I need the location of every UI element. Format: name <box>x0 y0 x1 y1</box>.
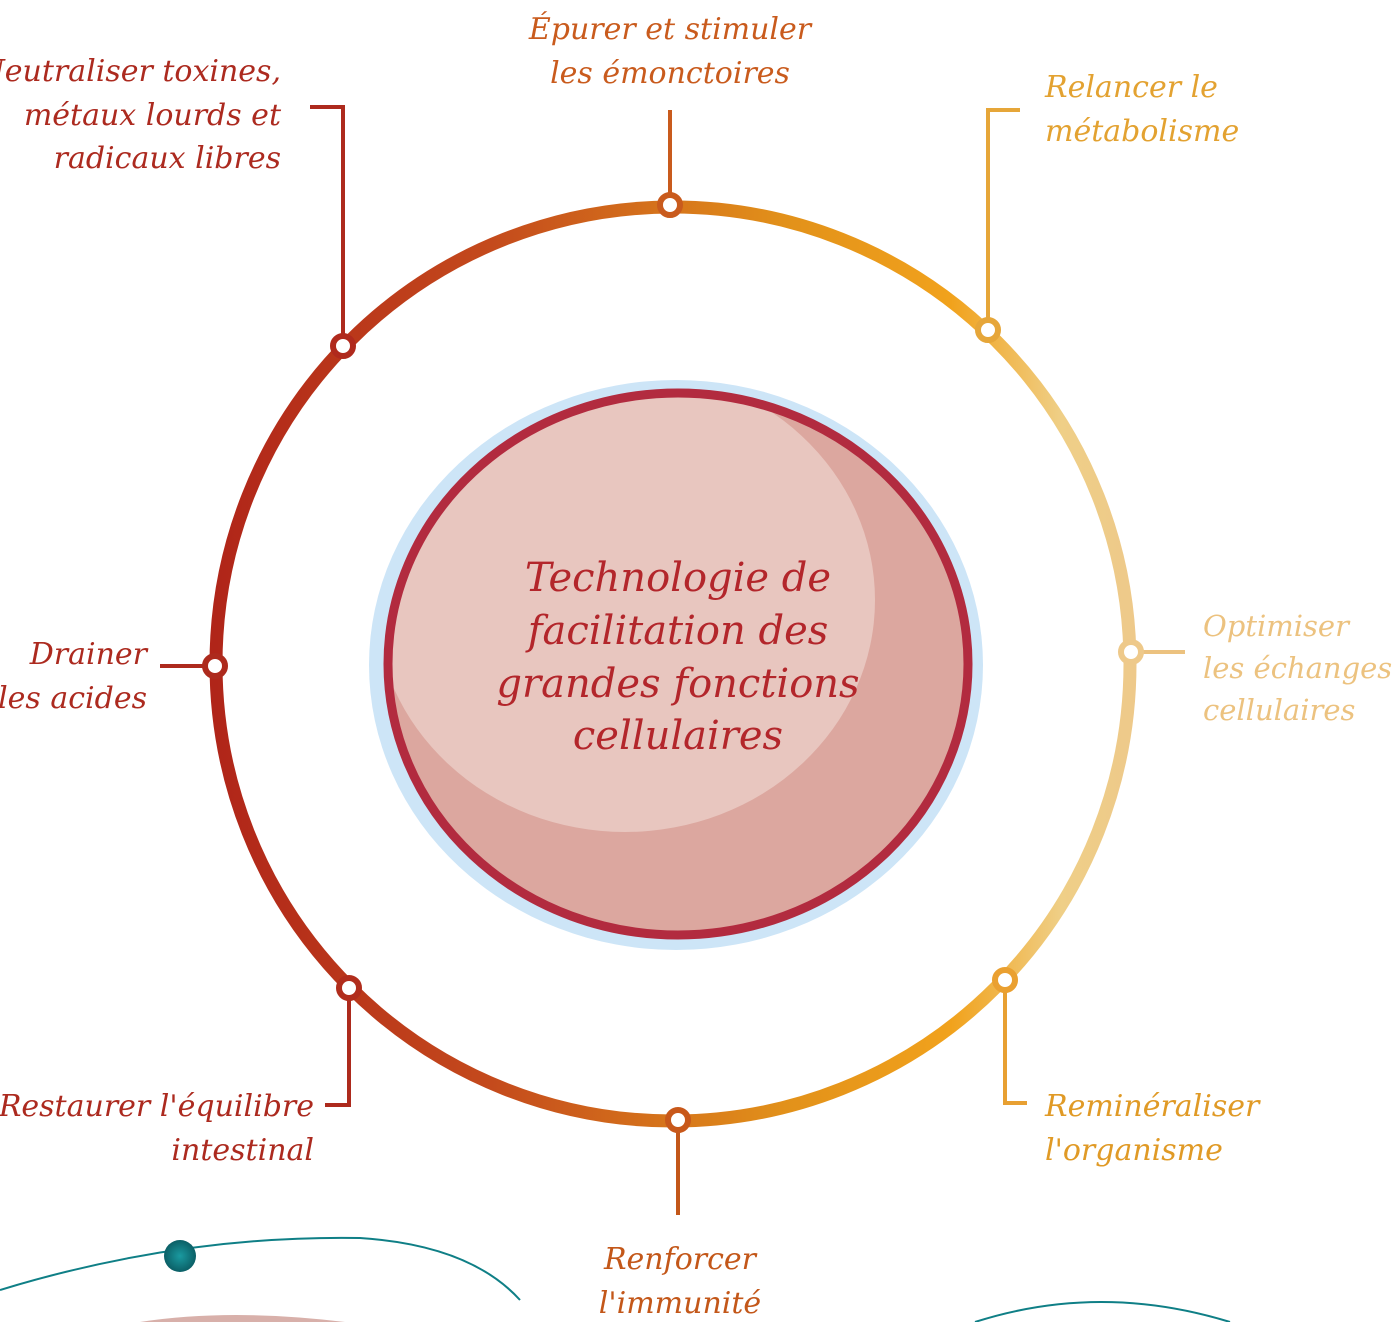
label-line: radicaux libres <box>0 137 281 181</box>
label-neutraliser: Neutraliser toxines, métaux lourds et ra… <box>0 50 281 181</box>
label-line: intestinal <box>0 1129 314 1173</box>
label-line: les échanges <box>1203 647 1392 689</box>
label-renforcer: Renforcer l'immunité <box>520 1238 840 1325</box>
node-restaurer <box>339 978 359 998</box>
center-title-line: facilitation des <box>478 605 878 658</box>
label-line: les émonctoires <box>500 52 840 96</box>
teal-orb <box>164 1240 196 1272</box>
node-epurer <box>660 195 680 215</box>
label-epurer: Épurer et stimuler les émonctoires <box>500 8 840 95</box>
label-line: Épurer et stimuler <box>500 8 840 52</box>
label-line: Neutraliser toxines, <box>0 50 281 94</box>
node-drainer <box>205 656 225 676</box>
label-relancer: Relancer le métabolisme <box>1045 66 1239 153</box>
label-line: cellulaires <box>1203 689 1392 731</box>
label-optimiser: Optimiser les échanges cellulaires <box>1203 605 1392 731</box>
center-title-line: grandes fonctions <box>478 658 878 711</box>
node-relancer <box>978 320 998 340</box>
center-title-line: Technologie de <box>478 552 878 605</box>
label-line: Restaurer l'équilibre <box>0 1085 314 1129</box>
label-line: l'immunité <box>520 1282 840 1325</box>
center-title-line: cellulaires <box>478 710 878 763</box>
connector-restaurer <box>325 990 349 1105</box>
label-line: Reminéraliser <box>1045 1085 1259 1129</box>
label-line: l'organisme <box>1045 1129 1259 1173</box>
connector-neutraliser <box>310 107 343 346</box>
pink-arc-left <box>140 1315 345 1322</box>
label-remineraliser: Reminéraliser l'organisme <box>1045 1085 1259 1172</box>
label-line: Renforcer <box>520 1238 840 1282</box>
label-restaurer: Restaurer l'équilibre intestinal <box>0 1085 314 1172</box>
teal-arc-right <box>975 1302 1230 1322</box>
node-renforcer <box>668 1110 688 1130</box>
label-line: les acides <box>0 677 147 721</box>
node-optimiser <box>1121 642 1141 662</box>
label-line: métaux lourds et <box>0 94 281 138</box>
label-line: Optimiser <box>1203 605 1392 647</box>
node-remineraliser <box>995 970 1015 990</box>
node-neutraliser <box>333 336 353 356</box>
label-line: Relancer le <box>1045 66 1239 110</box>
connector-remineraliser <box>1005 982 1027 1103</box>
connector-relancer <box>988 110 1020 328</box>
center-title: Technologie de facilitation des grandes … <box>478 552 878 763</box>
label-drainer: Drainer les acides <box>0 633 147 720</box>
label-line: Drainer <box>0 633 147 677</box>
teal-arc-left <box>0 1238 520 1300</box>
label-line: métabolisme <box>1045 110 1239 154</box>
